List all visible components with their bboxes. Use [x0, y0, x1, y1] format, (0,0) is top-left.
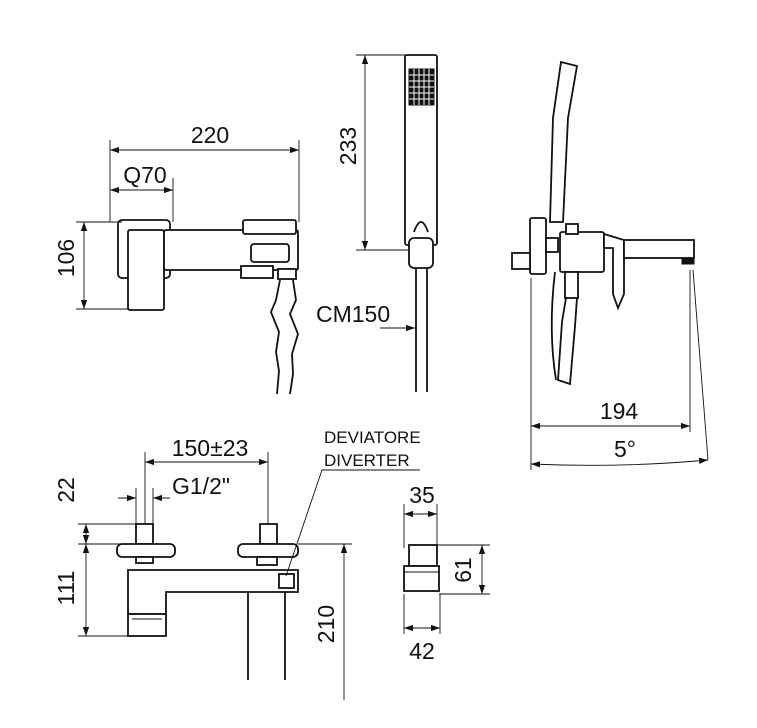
hose-length-label: CM150 — [316, 301, 390, 327]
side-holder — [565, 223, 579, 235]
hose-outline-right — [289, 279, 299, 395]
right-nipple — [256, 556, 278, 566]
dimension-connector-height: 22 — [53, 477, 79, 503]
hose-outlet — [240, 265, 274, 279]
diverter-leader — [285, 469, 420, 577]
dimension-detail-height: 61 — [450, 557, 476, 583]
dimension-spout-height: 210 — [313, 605, 339, 643]
connection-thread: G1/2" — [172, 473, 230, 499]
side-wall-flange — [529, 217, 547, 275]
front-lever — [127, 613, 167, 637]
shower-bottom-detail — [413, 221, 429, 233]
diverter-top — [242, 219, 297, 235]
front-diverter-knob — [278, 573, 295, 589]
side-shower-handle — [549, 60, 579, 223]
side-aerator — [681, 257, 695, 265]
dimension-bottom-width: 42 — [409, 638, 435, 664]
dimension-centers: 150±23 — [172, 435, 249, 461]
mixer-body — [127, 229, 165, 311]
side-collar — [545, 237, 559, 253]
side-body — [559, 231, 605, 273]
front-body — [127, 569, 299, 615]
dimension-projection: 194 — [600, 398, 639, 424]
shower-hose-nut — [408, 237, 434, 269]
top-view: 220 Q70 106 — [53, 122, 300, 395]
side-hose — [557, 297, 578, 386]
left-connector — [135, 523, 154, 545]
detail-base-block — [403, 565, 440, 592]
hose-connector — [277, 268, 297, 280]
right-flange — [237, 543, 299, 558]
dimension-angle: 5° — [614, 436, 636, 462]
hand-shower-view: 233 CM150 — [316, 54, 438, 392]
diverter-label-italian: DEVIATORE — [324, 428, 421, 447]
side-hose-curve — [550, 271, 557, 381]
dimension-shower-length: 233 — [335, 127, 361, 165]
dimension-body-height: 111 — [53, 571, 79, 606]
side-lever — [603, 232, 625, 311]
diverter-knob — [250, 243, 290, 263]
dimension-height: 106 — [53, 239, 79, 277]
detail-top-block — [408, 544, 438, 567]
side-hose-nut — [564, 271, 579, 299]
dimension-body-width: Q70 — [123, 162, 166, 188]
side-view: 194 5° — [511, 60, 709, 470]
spray-holes — [409, 69, 434, 105]
handle-detail-view: 35 61 42 — [403, 482, 490, 664]
dimension-top-width: 35 — [409, 482, 435, 508]
side-spout — [623, 239, 695, 259]
diverter-label-english: DIVERTER — [324, 451, 410, 470]
front-view: 150±23 G1/2" 22 111 210 — [53, 428, 421, 700]
left-nipple — [135, 556, 154, 564]
side-wall-connector — [511, 252, 531, 270]
left-flange — [116, 543, 176, 558]
dimension-overall-width: 220 — [191, 122, 229, 148]
dimension-arc-5deg — [530, 457, 709, 468]
hose-outline-left — [270, 279, 281, 395]
right-connector — [259, 523, 278, 545]
